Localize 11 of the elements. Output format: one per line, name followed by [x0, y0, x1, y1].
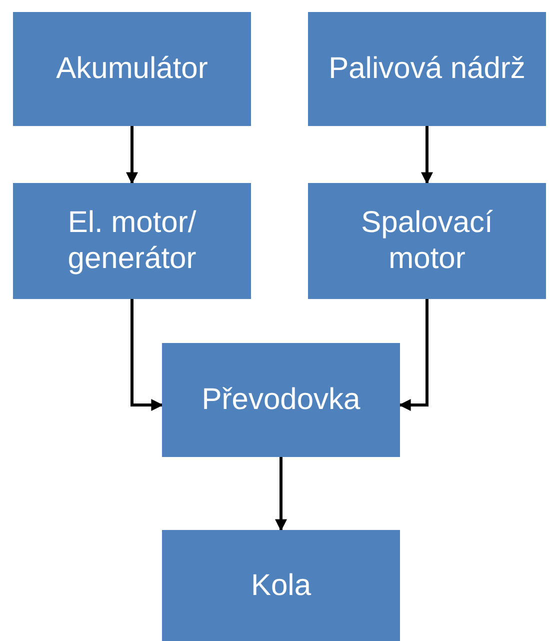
arrow	[275, 457, 287, 532]
process-box: El. motor/ generátor	[13, 183, 251, 299]
process-box: Kola	[162, 530, 400, 641]
process-box: Akumulátor	[13, 12, 251, 126]
process-box: Převodovka	[162, 343, 400, 457]
process-box: Palivová nádrž	[308, 12, 546, 126]
arrow	[126, 126, 138, 184]
arrow	[130, 299, 164, 411]
arrow	[421, 126, 433, 184]
process-box: Spalovací motor	[308, 183, 546, 299]
arrow	[398, 299, 428, 411]
